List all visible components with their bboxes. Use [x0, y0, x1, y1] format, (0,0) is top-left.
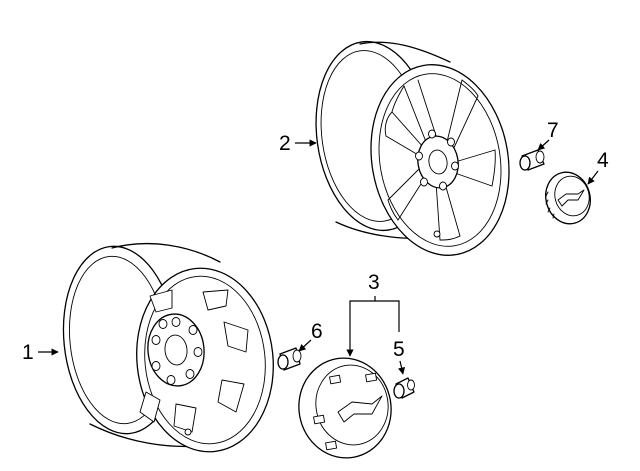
callout-label-5: 5: [393, 338, 405, 361]
center-cap-alloy: [545, 171, 591, 225]
callout-label-2: 2: [279, 132, 291, 155]
callout-2: 2: [279, 132, 317, 155]
callout-label-3: 3: [368, 271, 380, 294]
callout-label-7: 7: [547, 119, 559, 142]
hub-cap-steel: [298, 357, 392, 459]
callout-1: 1: [22, 341, 59, 364]
cap-nut: [393, 377, 415, 399]
lug-nut-upper: [519, 149, 545, 171]
callout-3: 3: [346, 271, 400, 357]
alloy-wheel: [315, 40, 510, 256]
callout-label-6: 6: [311, 320, 323, 343]
callout-7: 7: [537, 119, 559, 151]
steel-wheel: [62, 242, 274, 453]
callout-5: 5: [393, 338, 406, 375]
lug-nut-lower: [277, 347, 302, 371]
callout-4: 4: [587, 149, 609, 185]
callout-6: 6: [298, 320, 323, 352]
callout-label-1: 1: [22, 341, 34, 364]
callout-label-4: 4: [597, 149, 609, 172]
